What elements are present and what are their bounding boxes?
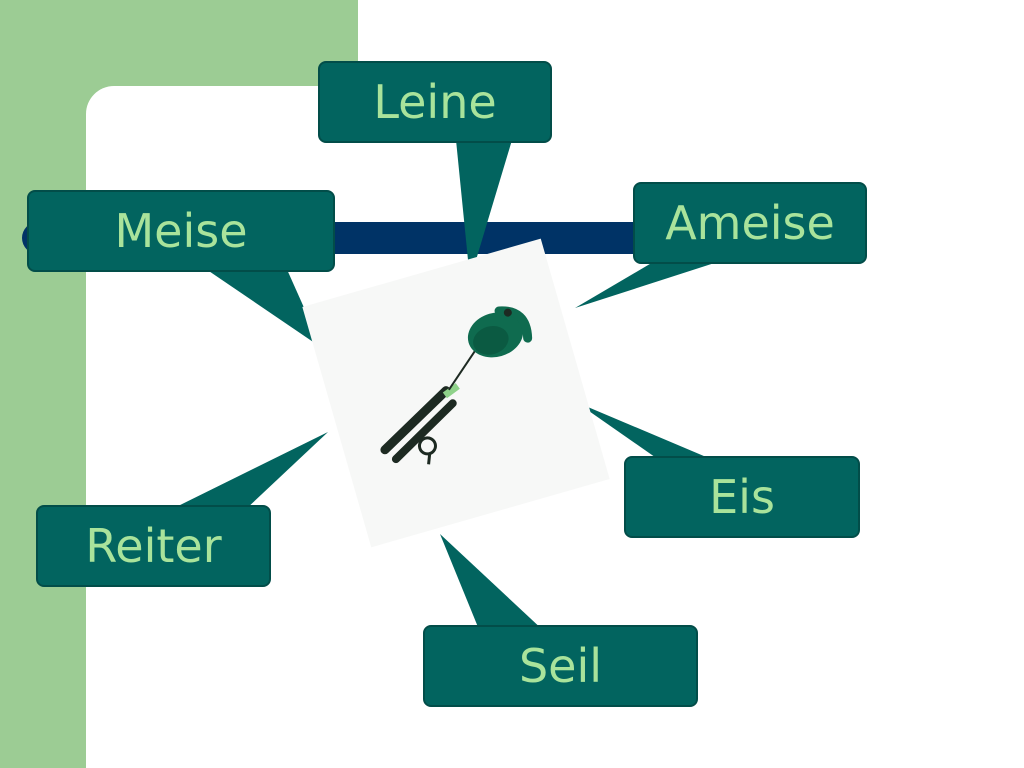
- callout-reiter: Reiter: [36, 505, 271, 587]
- callout-leine-label: Leine: [373, 75, 497, 129]
- callout-reiter-label: Reiter: [85, 519, 222, 573]
- retractable-dog-leash-icon: [380, 306, 533, 465]
- callout-meise-label: Meise: [114, 204, 248, 258]
- ameise-pointer: [575, 258, 730, 308]
- leash-photo: [302, 238, 610, 548]
- callout-eis-label: Eis: [709, 470, 775, 524]
- leine-pointer: [455, 130, 515, 280]
- eis-pointer: [576, 402, 718, 462]
- callout-ameise-label: Ameise: [665, 196, 835, 250]
- callout-seil-label: Seil: [518, 639, 603, 693]
- callout-eis: Eis: [624, 456, 860, 538]
- callout-seil: Seil: [423, 625, 698, 707]
- callout-ameise: Ameise: [633, 182, 867, 264]
- meise-pointer: [200, 265, 322, 348]
- callout-leine: Leine: [318, 61, 552, 143]
- reiter-pointer: [170, 432, 328, 510]
- seil-pointer: [440, 534, 545, 632]
- callout-meise: Meise: [27, 190, 335, 272]
